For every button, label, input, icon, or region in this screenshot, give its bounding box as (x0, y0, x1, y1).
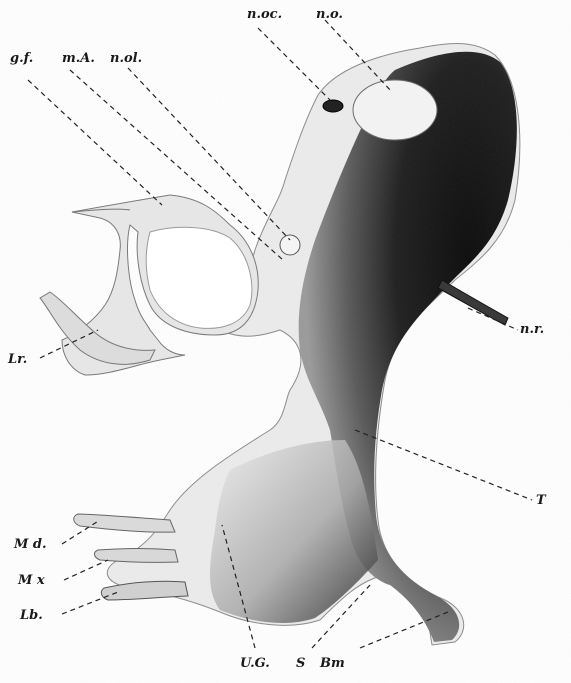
oculomotor-nerve-stub (323, 100, 343, 112)
olfactory-nerve-circle (280, 235, 300, 255)
label-T: T (536, 494, 546, 507)
label-S: S (296, 657, 305, 670)
label-g-f: g.f. (10, 52, 33, 65)
label-Lr: Lr. (8, 353, 27, 366)
label-Md: M d. (14, 538, 47, 551)
nasal-opening (353, 80, 437, 140)
label-UG: U.G. (240, 657, 270, 670)
label-n-oc: n.oc. (247, 8, 282, 21)
label-Mx: M x (18, 574, 45, 587)
label-Lb: Lb. (20, 609, 43, 622)
label-n-ol: n.ol. (110, 52, 142, 65)
label-m-A: m.A. (62, 52, 95, 65)
label-Bm: Bm (320, 657, 345, 670)
label-n-r: n.r. (520, 323, 544, 336)
label-n-o: n.o. (316, 8, 343, 21)
